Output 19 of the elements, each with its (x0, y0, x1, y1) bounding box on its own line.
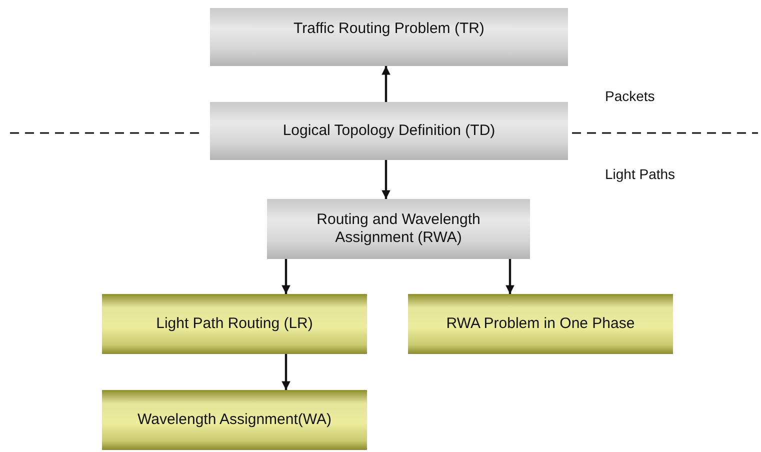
process-box (408, 294, 673, 354)
arrow (382, 160, 390, 199)
box-label: Traffic Routing Problem (TR) (294, 20, 484, 38)
process-box (210, 102, 568, 160)
arrow (282, 259, 290, 294)
layer-label: Packets (605, 88, 655, 104)
process-box (210, 8, 568, 66)
process-box (102, 390, 367, 450)
box-label: Routing and Wavelength Assignment (RWA) (316, 211, 482, 247)
arrow (382, 66, 390, 102)
box-label: Wavelength Assignment(WA) (138, 411, 332, 429)
process-box (102, 294, 367, 354)
arrow (506, 259, 514, 294)
layer-label: Light Paths (605, 166, 676, 182)
box-label: RWA Problem in One Phase (446, 315, 635, 333)
box-label: Logical Topology Definition (TD) (282, 122, 496, 140)
process-box (267, 199, 530, 259)
arrow (282, 354, 290, 390)
box-label: Light Path Routing (LR) (156, 315, 313, 333)
